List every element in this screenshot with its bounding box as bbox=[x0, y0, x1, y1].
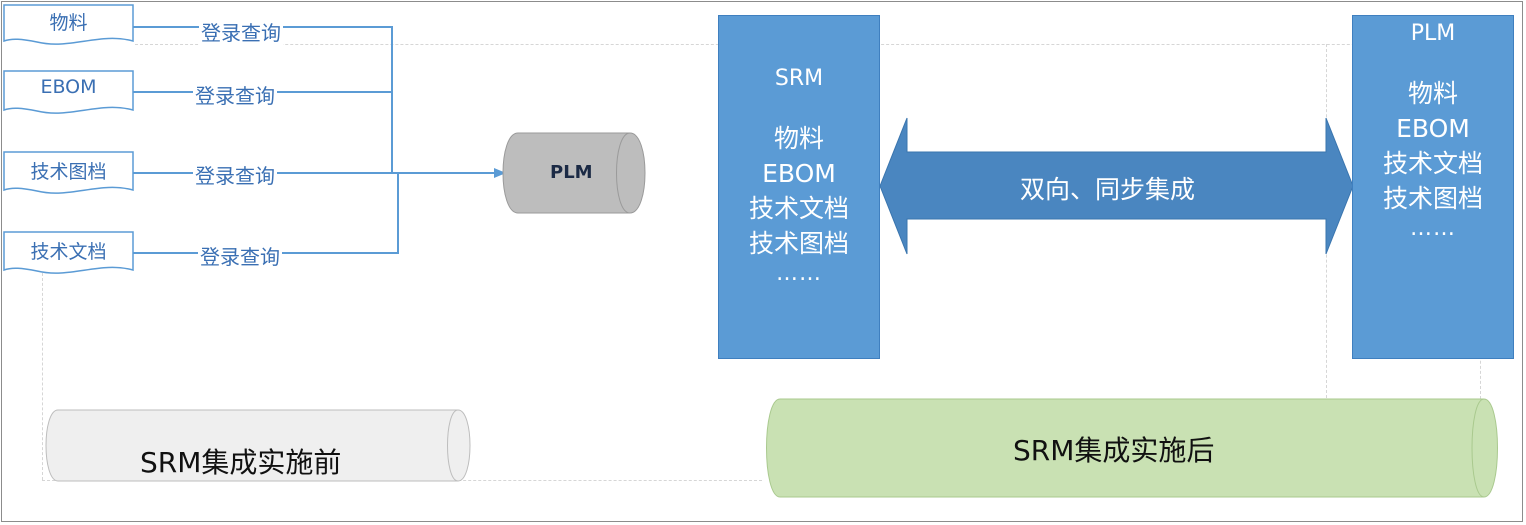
doc-label-ebom: EBOM bbox=[40, 76, 97, 98]
doc-shape-ebom bbox=[3, 70, 134, 114]
doc-shape-drawing bbox=[3, 151, 134, 194]
connector-label-document: 登录查询 bbox=[198, 241, 282, 270]
srm-item-more: …… bbox=[776, 261, 822, 286]
plm-item-drawing: 技术图档 bbox=[1382, 184, 1483, 213]
banner-after-rim bbox=[1471, 398, 1485, 498]
plm-item-material: 物料 bbox=[1407, 79, 1458, 108]
plm-target-label: PLM bbox=[550, 162, 593, 183]
srm-item-document: 技术文档 bbox=[748, 194, 849, 223]
guide-line-left bbox=[42, 268, 43, 480]
doc-label-material: 物料 bbox=[49, 12, 88, 34]
srm-item-drawing: 技术图档 bbox=[748, 229, 849, 258]
banner-before-label: SRM集成实施前 bbox=[140, 446, 342, 479]
srm-system-box: SRM 物料 EBOM 技术文档 技术图档 …… bbox=[718, 15, 880, 359]
srm-item-ebom: EBOM bbox=[762, 159, 836, 188]
plm-cylinder-rim bbox=[616, 132, 631, 214]
doc-label-document: 技术文档 bbox=[30, 241, 107, 263]
connector-label-drawing: 登录查询 bbox=[193, 160, 277, 189]
connector-label-ebom: 登录查询 bbox=[193, 80, 277, 109]
plm-item-document: 技术文档 bbox=[1382, 149, 1483, 178]
srm-item-material: 物料 bbox=[773, 124, 824, 153]
banner-before-rim bbox=[447, 409, 459, 482]
doc-label-drawing: 技术图档 bbox=[30, 161, 107, 183]
srm-box-title: SRM bbox=[774, 66, 824, 91]
plm-item-more: …… bbox=[1410, 216, 1456, 241]
doc-shape-material bbox=[3, 4, 134, 45]
plm-system-box: PLM 物料 EBOM 技术文档 技术图档 …… bbox=[1352, 15, 1514, 359]
sync-arrow-label: 双向、同步集成 bbox=[1020, 175, 1196, 204]
connector-label-material: 登录查询 bbox=[199, 17, 283, 46]
banner-after-label: SRM集成实施后 bbox=[1013, 434, 1215, 467]
plm-item-ebom: EBOM bbox=[1396, 114, 1470, 143]
plm-box-title: PLM bbox=[1410, 21, 1456, 46]
doc-shape-document bbox=[3, 231, 134, 274]
